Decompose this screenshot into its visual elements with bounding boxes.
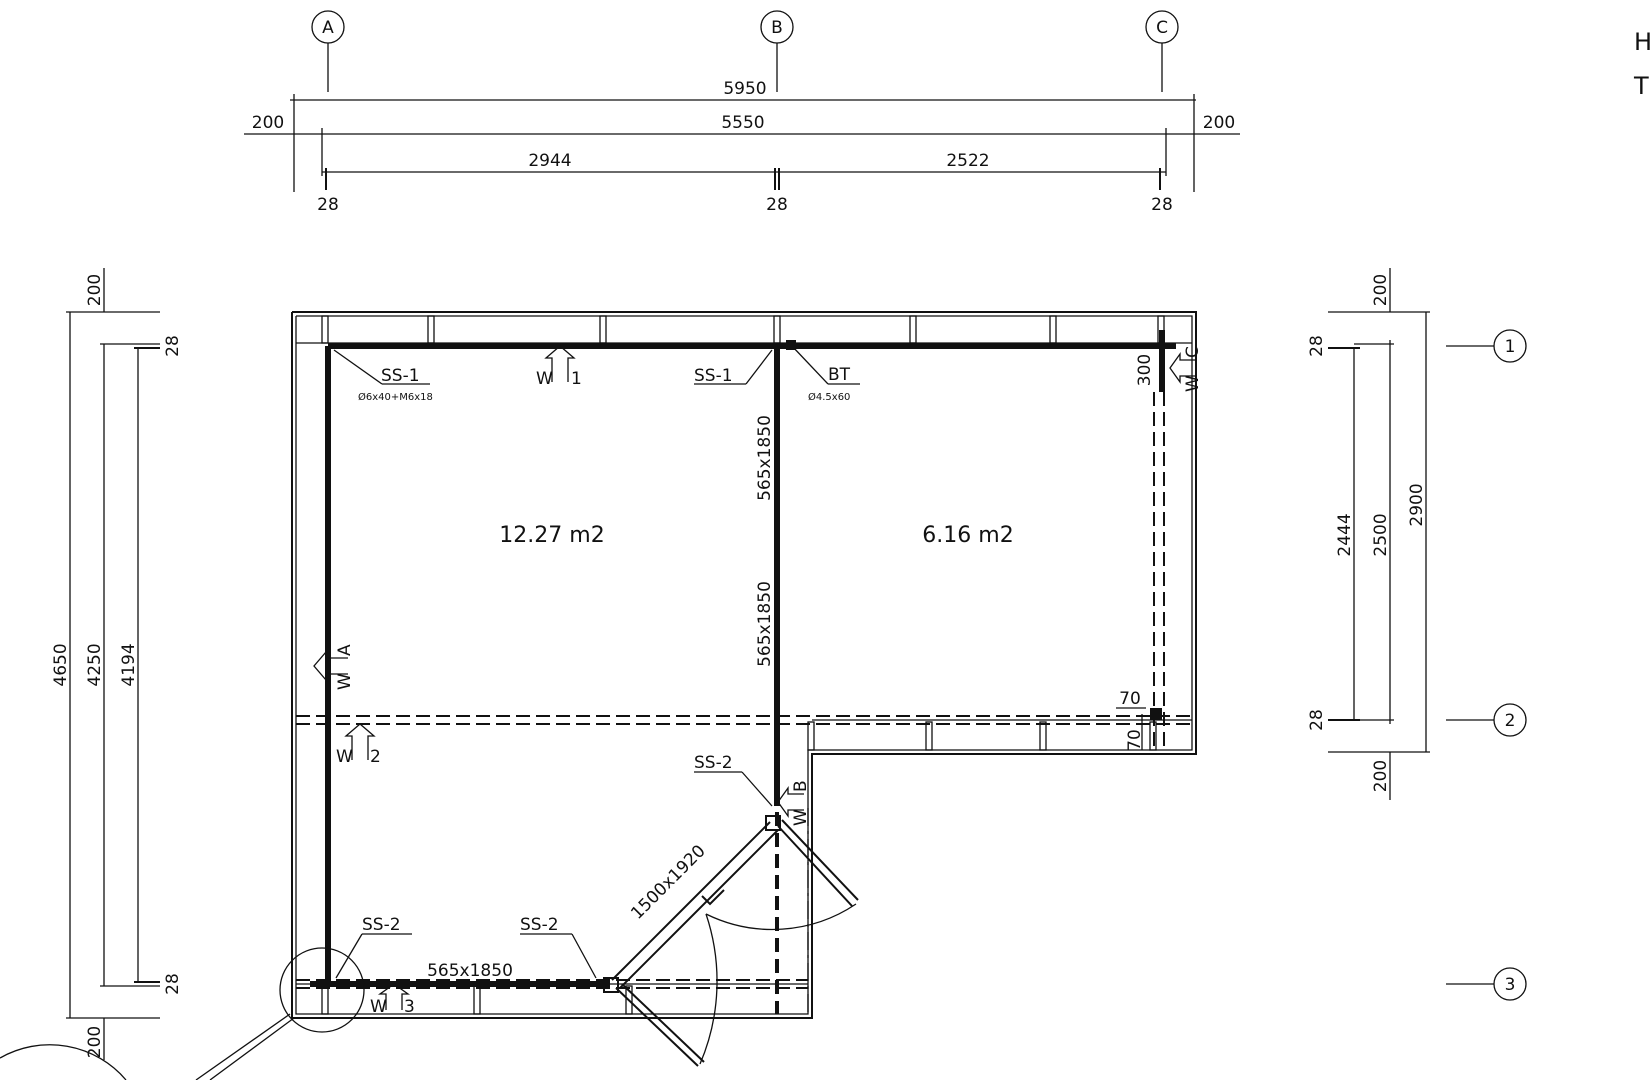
grid-column-a: A (311, 10, 345, 92)
callout-ss1-left-text: SS-1 (381, 366, 420, 386)
grid-row-2-label: 2 (1505, 711, 1516, 731)
dim-left-bottom-offset: 200 (85, 1026, 105, 1058)
wall-marker-1-prefix: W (536, 369, 553, 389)
callout-bt-text: BT (828, 365, 851, 385)
wall-marker-1-num: 1 (571, 369, 582, 389)
dim-right-top-offset: 200 (1371, 274, 1391, 306)
dim-left-overall: 4650 (51, 643, 71, 686)
dim-right-bottom-post: 28 (1307, 709, 1327, 731)
grid-row-2: 2 (1446, 703, 1527, 737)
window-label-upper: 565x1850 (755, 415, 775, 501)
window-label-bottom: 565x1850 (427, 961, 513, 981)
grid-column-c: C (1145, 10, 1179, 92)
edge-text-bottom: T (1633, 72, 1649, 100)
wall-marker-2: W 2 (336, 723, 381, 767)
dim-left-top-offset: 200 (85, 274, 105, 306)
dim-inner-width: 5550 (721, 113, 764, 133)
grid-row-3: 3 (1446, 967, 1527, 1001)
wall-marker-a-num: A (335, 644, 355, 656)
callout-ss1-left-spec: Ø6x40+M6x18 (358, 391, 433, 403)
note-70-vertical: 70 (1125, 729, 1145, 751)
wall-marker-a-prefix: W (335, 673, 355, 690)
dim-left-clear: 4194 (119, 643, 139, 686)
grid-column-a-label: A (322, 18, 334, 38)
dim-right-offset: 200 (1203, 113, 1235, 133)
callout-ss1-mid: SS-1 (694, 349, 773, 386)
building-outline (291, 311, 1197, 1019)
grid-column-c-label: C (1156, 18, 1168, 38)
wall-marker-b-num: B (791, 780, 811, 792)
grid-column-b: B (760, 10, 794, 92)
bottom-wall-studs (321, 985, 633, 1015)
callout-ss1-left: SS-1 Ø6x40+M6x18 (333, 349, 433, 403)
room-area-small: 6.16 m2 (922, 523, 1013, 548)
callout-ss2-corner-text: SS-2 (362, 915, 401, 935)
right-dimension-chain: 200 28 2444 2500 2900 28 200 (1307, 268, 1430, 800)
up-arrow-icon (777, 785, 804, 819)
callout-ss2-door: SS-2 (694, 753, 773, 807)
dim-post-2: 28 (766, 195, 788, 215)
dim-bay-2: 2522 (946, 151, 989, 171)
wall-marker-b-prefix: W (791, 809, 811, 826)
grid-row-1-label: 1 (1505, 337, 1516, 357)
callout-ss2-corner: SS-2 (335, 915, 412, 979)
diagonal-door: 1500x1920 (603, 815, 859, 1067)
note-70-horizontal: 70 (1119, 689, 1141, 709)
callout-bt-spec: Ø4.5x60 (808, 391, 850, 403)
callout-bt: BT Ø4.5x60 (786, 340, 860, 403)
dim-overall-width: 5950 (723, 79, 766, 99)
wall-marker-a: W A (313, 644, 355, 690)
dim-left-top-post: 28 (163, 335, 183, 357)
wall-marker-3-prefix: W (370, 997, 387, 1017)
wall-marker-b: W B (777, 780, 811, 826)
up-arrow-icon (313, 650, 348, 682)
dim-left-inner: 4250 (85, 643, 105, 686)
dim-right-bottom-offset: 200 (1371, 760, 1391, 792)
top-dimension-chain: 5950 5550 200 200 2944 2522 28 28 28 (244, 79, 1240, 215)
dim-left-bottom-post: 28 (163, 973, 183, 995)
wall-marker-3-num: 3 (404, 997, 415, 1017)
wall-marker-c: W C (1169, 346, 1203, 392)
main-wall-lines (310, 330, 1176, 987)
up-arrow-icon (1169, 351, 1196, 385)
grid-row-3-label: 3 (1505, 975, 1516, 995)
hidden-lines (296, 392, 1192, 1014)
wall-marker-2-prefix: W (336, 747, 353, 767)
dim-right-top-post: 28 (1307, 335, 1327, 357)
dim-right-overall: 2900 (1407, 483, 1427, 526)
dim-post-1: 28 (317, 195, 339, 215)
edge-text-top: H (1634, 28, 1650, 56)
up-arrow-icon (377, 983, 411, 1010)
note-300: 300 (1135, 354, 1155, 386)
callout-ss2-bottom-text: SS-2 (520, 915, 559, 935)
up-arrow-icon (344, 723, 376, 760)
corner-detail (0, 947, 365, 1080)
up-arrow-icon (544, 345, 576, 382)
callout-ss1-mid-text: SS-1 (694, 366, 733, 386)
dim-bay-1: 2944 (528, 151, 571, 171)
dim-left-offset: 200 (252, 113, 284, 133)
callout-ss2-bottom: SS-2 (520, 915, 597, 979)
wall-marker-2-num: 2 (370, 747, 381, 767)
room-area-large: 12.27 m2 (499, 523, 604, 548)
wall-marker-1: W 1 (536, 345, 582, 389)
dim-post-3: 28 (1151, 195, 1173, 215)
callout-ss2-door-text: SS-2 (694, 753, 733, 773)
dim-right-inner: 2500 (1371, 513, 1391, 556)
top-wall-studs (321, 315, 1165, 344)
grid-column-b-label: B (771, 18, 783, 38)
dim-right-clear: 2444 (1335, 513, 1355, 556)
wall-marker-c-prefix: W (1183, 375, 1203, 392)
left-dimension-chain: 200 28 4650 4250 4194 28 200 (51, 268, 183, 1060)
wall-marker-c-num: C (1183, 346, 1203, 358)
wall-marker-3: W 3 (370, 983, 415, 1017)
grid-row-1: 1 (1446, 329, 1527, 363)
mid-wall-studs (807, 721, 1157, 751)
window-label-lower: 565x1850 (755, 581, 775, 667)
